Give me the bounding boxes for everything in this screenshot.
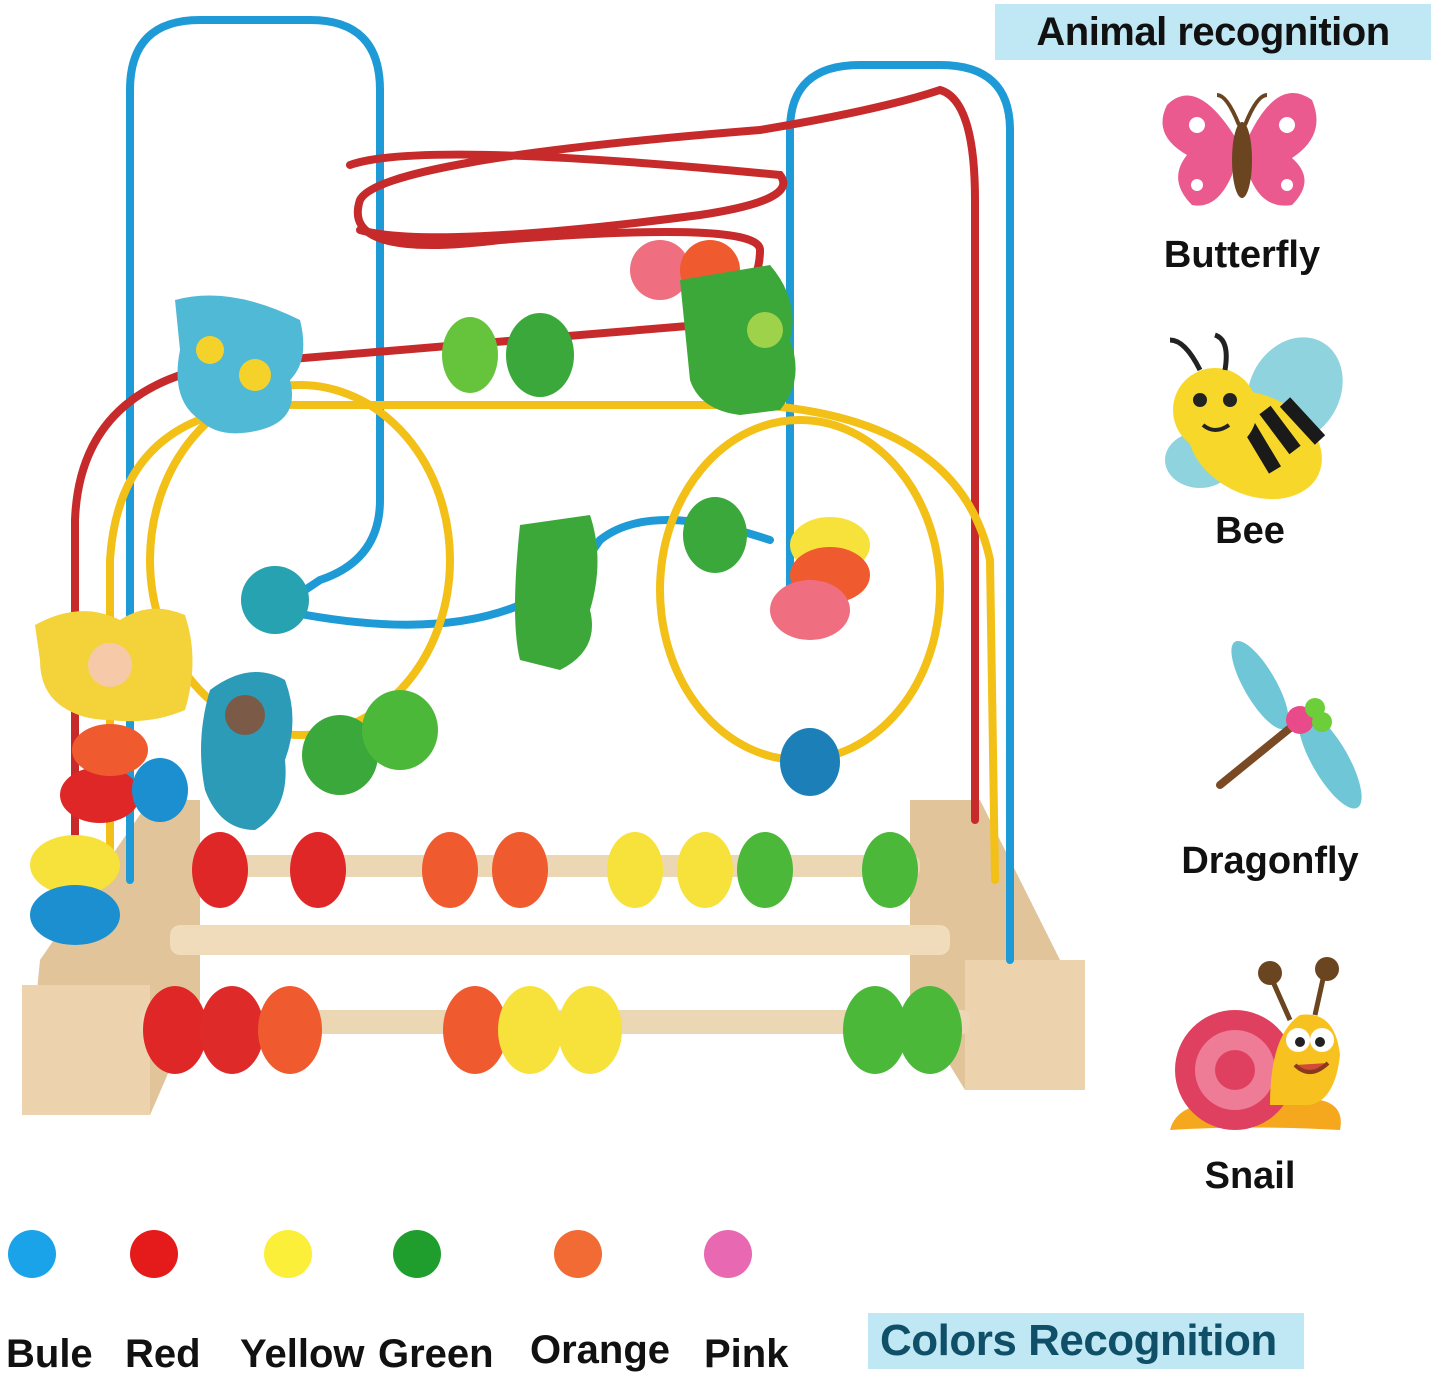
animal-label: Snail [1204,1155,1296,1197]
animal-recognition-banner: Animal recognition [995,4,1431,60]
maze-beads [30,240,870,945]
color-swatch-blue [8,1230,56,1278]
animal-label: Butterfly [1163,234,1321,276]
color-swatch-red [130,1230,178,1278]
color-label-blue: Bule [6,1332,93,1376]
color-label-green: Green [378,1332,494,1376]
color-swatch-green [393,1230,441,1278]
color-label-orange: Orange [530,1328,671,1372]
dragonfly-icon [1216,640,1362,809]
animal-item-dragonfly: Dragonfly [1150,640,1390,883]
color-label-red: Red [125,1332,201,1376]
animal-item-butterfly: Butterfly [1122,80,1362,277]
snail-icon [1170,957,1341,1130]
animal-label: Bee [1215,510,1285,552]
bee-icon [1165,332,1343,500]
color-swatch-yellow [264,1230,312,1278]
color-label-yellow: Yellow [240,1332,365,1376]
color-swatch-orange [554,1230,602,1278]
abacus-beads [143,832,962,1074]
wire-loops [71,16,1014,964]
butterfly-icon [1162,93,1317,206]
color-swatch-pink [704,1230,752,1278]
color-label-pink: Pink [704,1332,789,1376]
animal-item-snail: Snail [1130,955,1370,1198]
animal-label: Dragonfly [1181,840,1359,882]
animal-item-bee: Bee [1130,330,1370,553]
animal-pieces [35,265,796,830]
bead-maze-toy-image [22,16,1085,1115]
colors-recognition-banner: Colors Recognition [868,1313,1304,1369]
